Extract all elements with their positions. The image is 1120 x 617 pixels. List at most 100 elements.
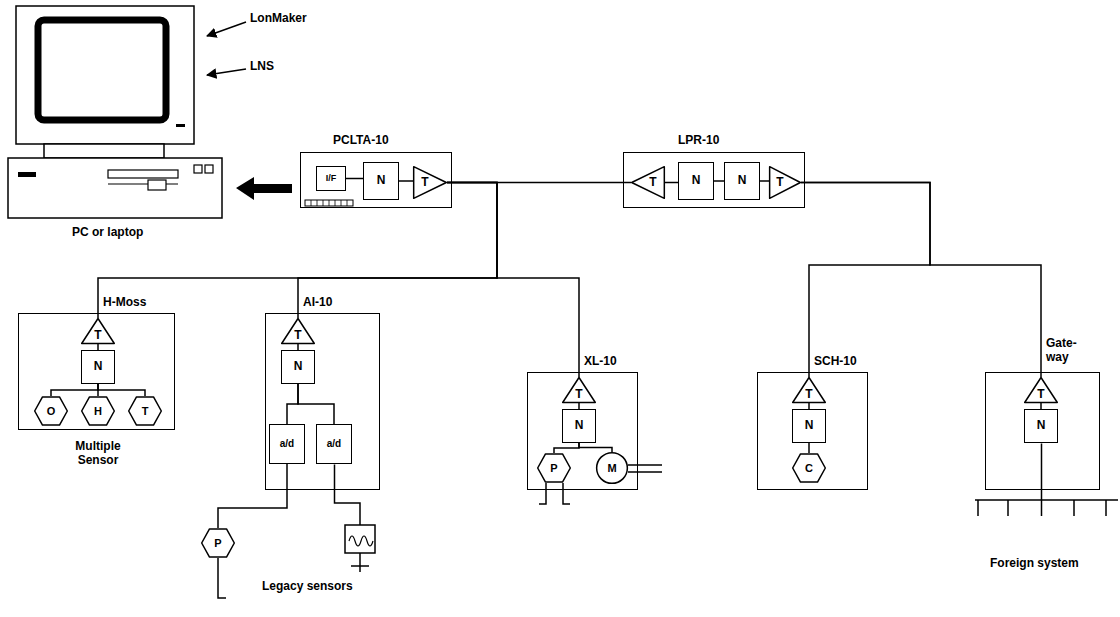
network-wire	[98, 183, 497, 319]
block-letter: I/F	[326, 173, 337, 183]
block-letter: N	[1037, 419, 1046, 433]
monitor-button	[176, 124, 185, 127]
caption-label: PC or laptop	[72, 226, 143, 240]
transceiver-triangle: T	[631, 166, 665, 199]
block-letter: N	[692, 174, 701, 188]
transceiver-triangle-path	[82, 319, 115, 344]
transceiver-triangle-outline	[769, 166, 801, 199]
sensor-hexagon-path	[202, 529, 235, 557]
network-wire	[287, 384, 298, 424]
sensor-hexagon: O	[34, 396, 68, 426]
connector-pins	[311, 200, 347, 206]
device-box: AI-10TNa/da/d	[265, 313, 380, 490]
pc-slot	[18, 172, 36, 177]
pc-drive-line	[108, 183, 178, 184]
block-letter: M	[607, 462, 616, 475]
network-wire	[801, 183, 930, 378]
network-wire	[298, 183, 497, 319]
block-letter: N	[805, 419, 814, 433]
transceiver-triangle-outline	[413, 166, 447, 199]
network-wire	[346, 178, 363, 180]
network-wire	[98, 384, 145, 396]
caption-label: LonMaker	[250, 12, 307, 26]
pc-button	[194, 165, 202, 173]
sensor-wire	[335, 465, 361, 526]
caption-label: Foreign system	[990, 557, 1079, 571]
waveform	[349, 536, 373, 546]
block-letter: a/d	[280, 438, 294, 450]
neuron-box: N	[678, 162, 714, 200]
input-pins	[539, 483, 570, 504]
device-name: PCLTA-10	[333, 134, 389, 148]
block-letter: P	[550, 462, 557, 475]
device-name: SCH-10	[814, 355, 857, 369]
circle-outline	[597, 453, 628, 484]
leader-arrow	[207, 69, 246, 75]
transceiver-triangle-outline	[631, 166, 665, 199]
block-letter: T	[142, 405, 149, 418]
transceiver-triangle: T	[1024, 377, 1058, 403]
waveform-sensor	[345, 525, 375, 553]
device-box: H-MossTNOHT	[18, 313, 175, 430]
block-letter: T	[776, 176, 783, 190]
device-box: LPR-10TNNT	[623, 152, 805, 208]
network-wire	[447, 183, 579, 378]
sensor-hexagon-path	[82, 397, 115, 425]
sensor-hexagon: P	[201, 528, 235, 558]
neuron-box: N	[81, 350, 115, 384]
transceiver-triangle-path	[793, 378, 826, 403]
block-letter: T	[649, 176, 656, 190]
neuron-box: N	[562, 409, 596, 443]
caption-label: Legacy sensors	[262, 580, 353, 594]
card-arrow	[236, 177, 292, 200]
transceiver-triangle: T	[769, 166, 801, 199]
device-box: PCLTA-10I/FNT	[300, 152, 452, 208]
neuron-box: N	[1024, 409, 1058, 443]
neuron-box: N	[281, 350, 315, 384]
device-name: AI-10	[303, 296, 332, 310]
block-letter: P	[214, 537, 221, 550]
neuron-box: N	[363, 162, 399, 200]
network-wire	[760, 180, 769, 182]
foreign-bus	[975, 444, 1118, 501]
sensor-hexagon: P	[537, 453, 571, 483]
network-wire	[801, 183, 1041, 378]
neuron-box: N	[792, 409, 826, 443]
transceiver-triangle-path	[1025, 378, 1058, 403]
neuron-box: I/F	[316, 166, 346, 191]
device-name: Gate- way	[1046, 337, 1084, 365]
sensor-hexagon-path	[35, 397, 68, 425]
block-letter: C	[805, 462, 813, 475]
device-name: LPR-10	[678, 134, 719, 148]
monitor-stand	[44, 144, 164, 158]
block-letter: T	[94, 329, 101, 343]
block-letter: N	[294, 360, 303, 374]
transceiver-triangle: T	[281, 318, 315, 344]
edge-connector	[305, 200, 353, 206]
caption-label: LNS	[250, 60, 274, 74]
network-wire	[554, 443, 579, 453]
transceiver-triangle-path	[282, 319, 315, 344]
sensor-hexagon: T	[128, 396, 162, 426]
transceiver-triangle-path	[632, 167, 665, 199]
network-wire	[51, 384, 98, 396]
network-wire	[218, 464, 287, 528]
device-box: SCH-10TNC	[757, 372, 868, 490]
network-wire	[399, 180, 413, 182]
neuron-box: N	[724, 162, 760, 200]
sensor-hexagon-path	[129, 397, 162, 425]
pc-drive	[108, 170, 178, 178]
transceiver-triangle-path	[770, 167, 801, 199]
block-letter: T	[421, 176, 428, 190]
neuron-box: a/d	[316, 424, 352, 464]
leader-arrow	[207, 22, 246, 36]
monitor-screen	[38, 20, 166, 120]
block-letter: T	[575, 388, 582, 402]
block-letter: T	[805, 388, 812, 402]
block-letter: N	[94, 360, 103, 374]
sensor-terminal	[351, 553, 369, 572]
block-letter: H	[94, 405, 102, 418]
